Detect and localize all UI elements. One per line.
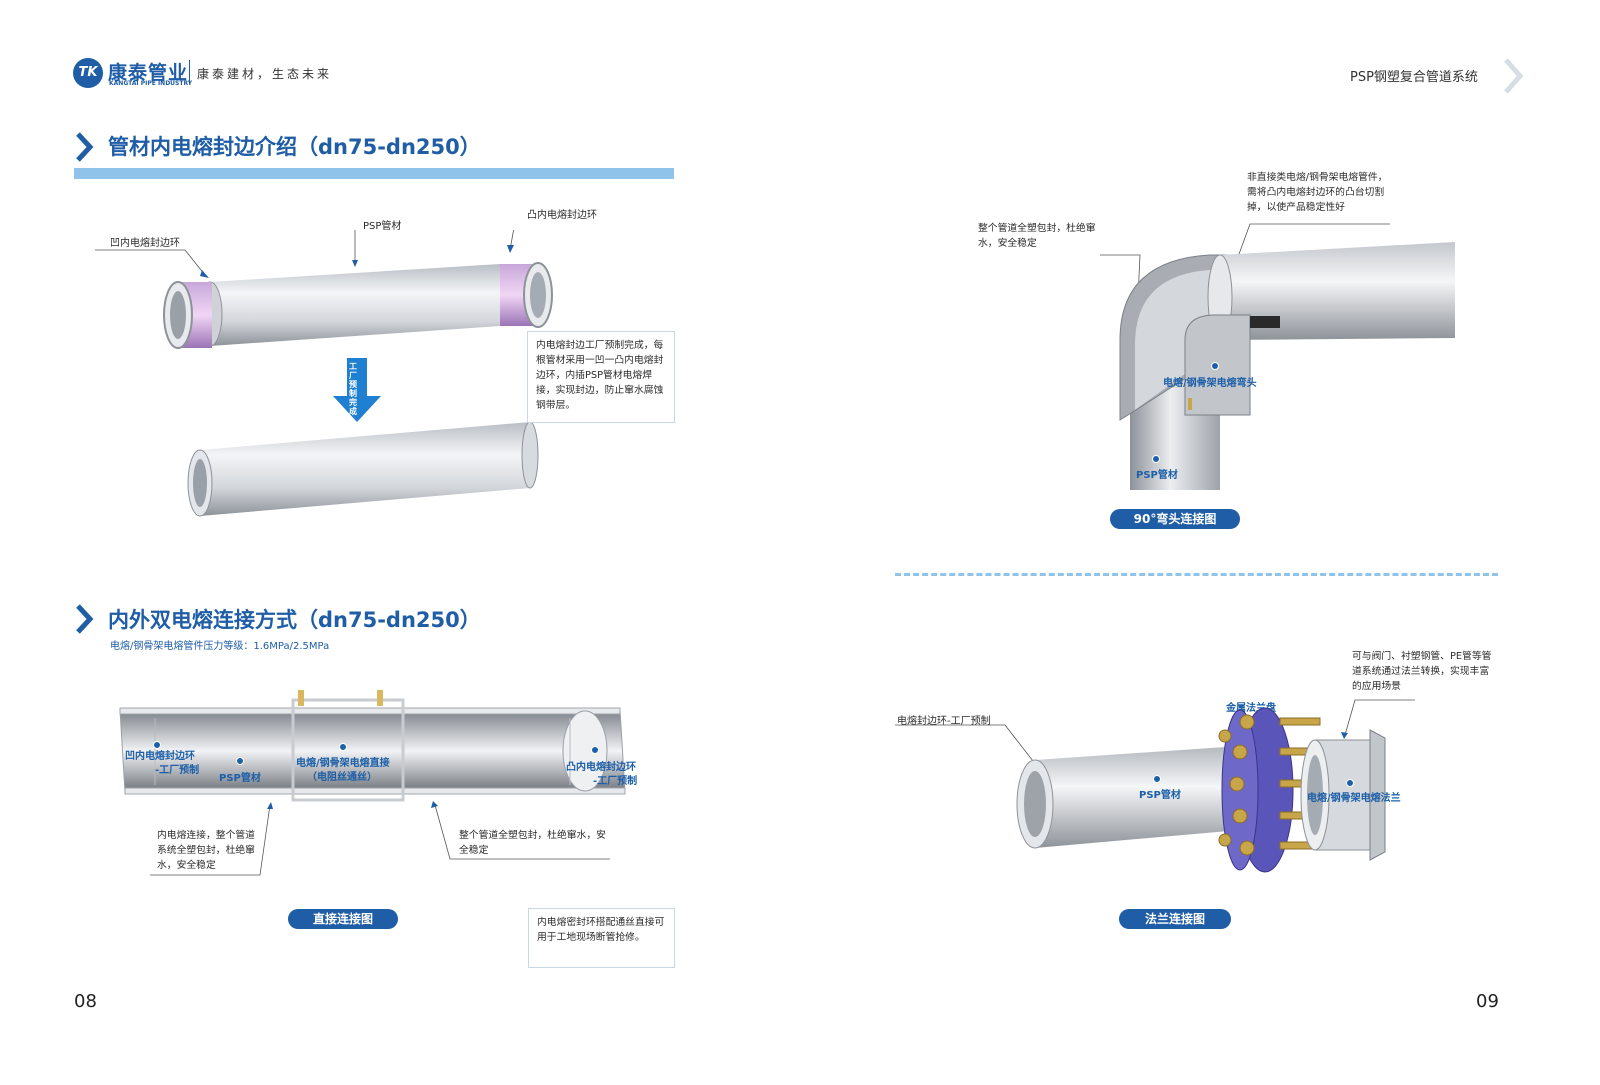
label-psp-pipe-3: PSP管材 [1136,470,1178,481]
label-metal-flange: 金属法兰盘 [1226,703,1276,714]
marker-dot [236,757,244,765]
section2-note-box-text: 内电熔密封环搭配通丝直接可用于工地现场断管抢修。 [537,917,665,943]
label-right-ring-line1: 凸内电熔封边环 [566,762,636,773]
label-elbow: 电熔/钢骨架电熔弯头 [1163,378,1257,389]
label-psp-pipe: PSP管材 [363,221,402,232]
page-number-right: 09 [1476,991,1499,1012]
section2-note-left: 内电熔连接，整个管道系统全塑包封，杜绝窜水，安全稳定 [157,830,255,871]
section1-band [74,168,674,179]
marker-dot [1211,362,1219,370]
straight-connection-illustration [119,690,626,802]
section2-note-mid: 整个管道全塑包封，杜绝窜水，安全稳定 [459,830,606,856]
logo: TK [73,58,103,88]
section1-title: 管材内电熔封边介绍（dn75-dn250） [108,135,481,159]
section4-note-top: 可与阀门、衬塑钢管、PE管等管道系统通过法兰转换，实现丰富的应用场景 [1352,651,1492,692]
section-chevron-icon-2 [76,604,94,634]
marker-dot [153,741,161,749]
label-psp-pipe-4: PSP管材 [1139,790,1181,801]
label-psp-pipe-2: PSP管材 [219,773,261,784]
section2-subtitle: 电熔/钢骨架电熔管件压力等级：1.6MPa/2.5MPa [110,641,330,652]
elbow-illustration [1100,223,1455,490]
section-divider [895,573,1498,576]
label-coupler-line2: （电阻丝通丝） [307,772,377,783]
label-right-ring-line2: -工厂预制 [593,776,638,787]
brand-name: 康泰管业 [108,62,189,84]
section2-callout-lines [150,801,610,876]
logo-mark: TK [78,65,98,80]
flange-illustration [895,699,1415,873]
marker-dot [1346,779,1354,787]
arrow-label: 工厂预制完成 [349,362,357,416]
brand-english: KANGTAI PIPE INDUSTRY [109,80,193,87]
marker-dot [1152,455,1160,463]
label-left-ring-line1: 凹内电熔封边环 [125,751,195,762]
down-arrow-icon [333,358,381,422]
section1-note: 内电熔封边工厂预制完成，每根管材采用一凹一凸内电熔封边环，内插PSP管材电熔焊接… [536,340,664,411]
marker-dot [591,746,599,754]
section2-title: 内外双电熔连接方式（dn75-dn250） [108,608,481,632]
label-coupler-line1: 电熔/钢骨架电熔直接 [296,758,390,769]
flange-connection-caption: 法兰连接图 [1119,909,1231,929]
header-divider [189,60,190,84]
label-left-ring-line2: -工厂预制 [155,765,200,776]
label-flange-fitting: 电熔/钢骨架电熔法兰 [1307,793,1401,804]
series-title: PSP钢塑复合管道系统 [1350,70,1478,85]
decorative-chevron-icon [1504,58,1524,94]
marker-dot [339,743,347,751]
straight-connection-caption: 直接连接图 [288,909,398,929]
label-flange-ring: 电熔封边环-工厂预制 [897,716,991,727]
label-convex-ring: 凸内电熔封边环 [527,210,597,221]
slogan: 康泰建材，生态未来 [197,67,333,81]
section-chevron-icon [76,132,94,162]
section1-note-box: 内电熔封边工厂预制完成，每根管材采用一凹一凸内电熔封边环，内插PSP管材电熔焊接… [527,331,675,423]
section3-note-left: 整个管道全塑包封，杜绝窜水，安全稳定 [978,223,1096,249]
section1-pipe-illustration [95,230,553,517]
elbow-connection-caption: 90°弯头连接图 [1110,509,1240,529]
marker-dot [1153,775,1161,783]
page-number-left: 08 [74,991,97,1012]
label-concave-ring: 凹内电熔封边环 [110,238,180,249]
section2-note-box: 内电熔密封环搭配通丝直接可用于工地现场断管抢修。 [528,908,675,968]
section3-note-top: 非直接类电熔/钢骨架电熔管件，需将凸内电熔封边环的凸台切割掉，以使产品稳定性好 [1247,172,1388,213]
